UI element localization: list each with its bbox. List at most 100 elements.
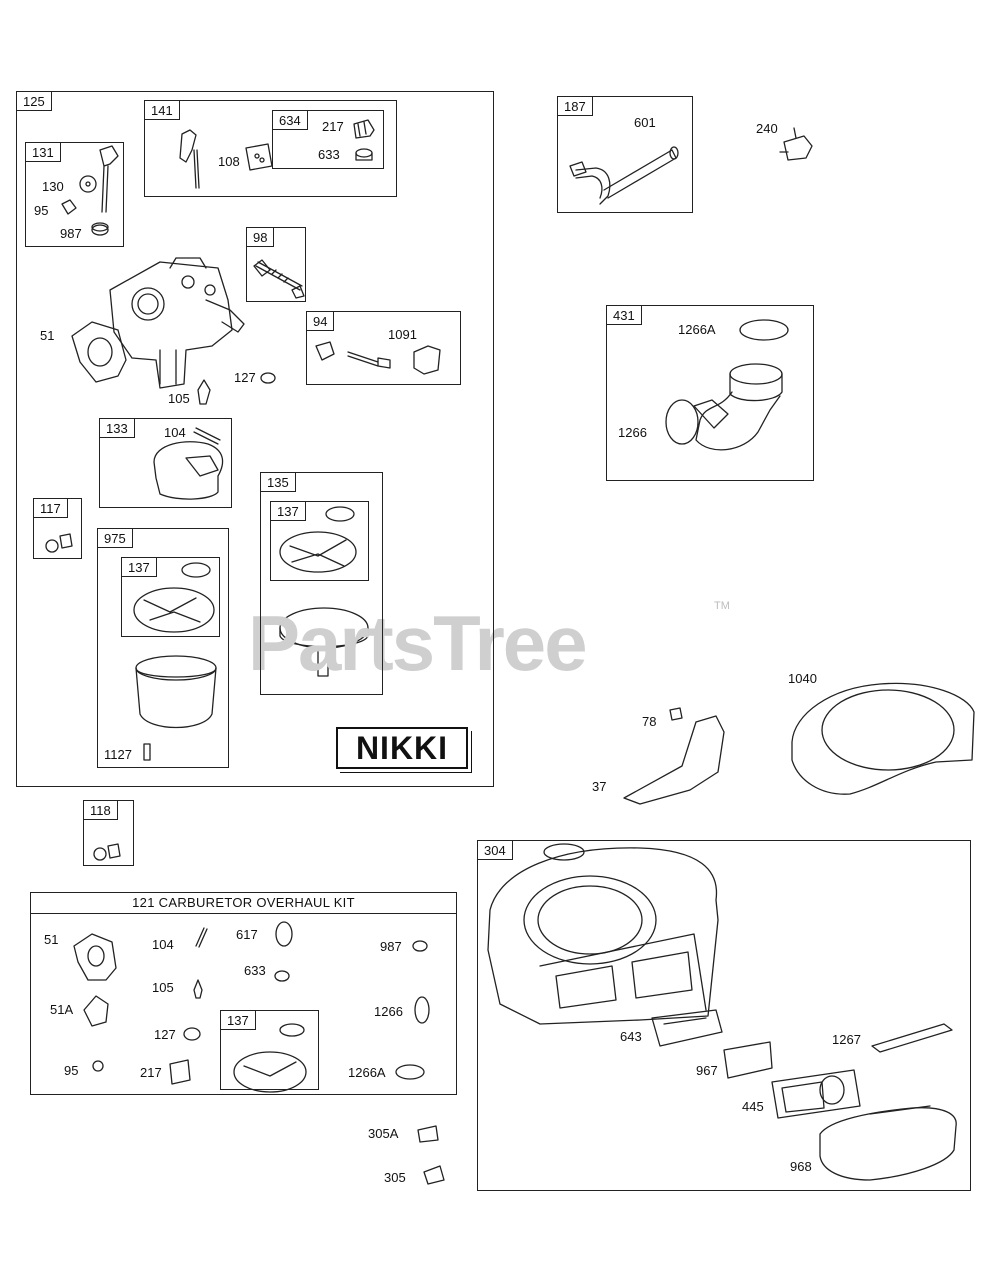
part-137a-diaphragm xyxy=(133,562,215,633)
nikki-label: NIKKI xyxy=(336,727,468,769)
group-131: 131 xyxy=(25,142,124,247)
part-117 xyxy=(45,533,73,553)
part-label: 127 xyxy=(234,370,256,385)
part-240-valve xyxy=(779,127,813,161)
part-label: 967 xyxy=(696,1063,718,1078)
part-label: 633 xyxy=(318,147,340,162)
kit-part-label: 51 xyxy=(44,932,59,947)
group-304-tag: 304 xyxy=(477,840,513,860)
part-137b-diaphragm xyxy=(279,506,357,573)
part-label: 1040 xyxy=(788,671,817,686)
part-label: 601 xyxy=(634,115,656,130)
group-135: 135 xyxy=(260,472,383,695)
part-label: 445 xyxy=(742,1099,764,1114)
part-label: 1267 xyxy=(832,1032,861,1047)
group-137b-tag: 137 xyxy=(270,501,306,521)
part-187-tube xyxy=(569,146,679,205)
kit-part-label: 51A xyxy=(50,1002,74,1017)
part-51-gasket xyxy=(71,321,127,383)
group-98: 98 xyxy=(246,227,306,302)
group-94: 94 xyxy=(306,311,461,385)
part-label: 968 xyxy=(790,1159,812,1174)
group-304: 304 xyxy=(477,840,971,1191)
part-1267-strip xyxy=(871,1023,953,1053)
group-117-tag: 117 xyxy=(33,498,68,518)
part-label: 643 xyxy=(620,1029,642,1044)
part-968-cover xyxy=(819,1105,957,1181)
part-1040-ring xyxy=(791,682,975,795)
group-125: 125 xyxy=(16,91,494,787)
kit-parts xyxy=(73,921,445,1185)
part-133-float xyxy=(153,427,224,500)
part-label: 108 xyxy=(218,154,240,169)
group-187: 187 xyxy=(557,96,693,213)
kit-part-label: 1266 xyxy=(374,1004,403,1019)
watermark: PartsTree xyxy=(248,599,588,687)
trademark-mark: TM xyxy=(714,600,730,612)
group-431: 431 xyxy=(606,305,814,481)
group-118-tag: 118 xyxy=(83,800,118,820)
part-431-elbow xyxy=(665,319,789,451)
kit-title: 121 CARBURETOR OVERHAUL KIT xyxy=(31,893,456,914)
part-label: 78 xyxy=(642,714,657,729)
kit-part-label: 105 xyxy=(152,980,174,995)
part-label: 240 xyxy=(756,121,778,136)
group-94-tag: 94 xyxy=(306,311,335,331)
part-label: 130 xyxy=(42,179,64,194)
part-label: 1266 xyxy=(618,425,647,440)
part-643-bracket xyxy=(651,1009,723,1047)
part-131-needle xyxy=(61,145,119,236)
part-label: 305 xyxy=(384,1170,406,1185)
part-label: 305A xyxy=(368,1126,399,1141)
carburetor-overhaul-kit: 121 CARBURETOR OVERHAUL KIT xyxy=(30,892,457,1095)
part-975-bowl xyxy=(135,655,217,761)
kit-part-label: 217 xyxy=(140,1065,162,1080)
kit-part-label: 95 xyxy=(64,1063,79,1078)
group-131-tag: 131 xyxy=(25,142,61,162)
kit-part-label: 617 xyxy=(236,927,258,942)
group-98-tag: 98 xyxy=(246,227,275,247)
part-label: 987 xyxy=(60,226,82,241)
part-135-plate xyxy=(279,607,369,677)
kit-part-label: 987 xyxy=(380,939,402,954)
group-125-tag: 125 xyxy=(16,91,52,111)
part-304-housing xyxy=(487,843,719,1025)
part-label: 217 xyxy=(322,119,344,134)
group-137b: 137 xyxy=(270,501,369,581)
group-137a-tag: 137 xyxy=(121,557,157,577)
group-141: 141 xyxy=(144,100,397,197)
group-975: 975 xyxy=(97,528,229,768)
group-135-tag: 135 xyxy=(260,472,296,492)
kit-part-label: 127 xyxy=(154,1027,176,1042)
part-94-1091 xyxy=(315,341,441,375)
part-445-grille xyxy=(771,1069,861,1119)
group-187-tag: 187 xyxy=(557,96,593,116)
part-label: 51 xyxy=(40,328,55,343)
part-label: 1127 xyxy=(104,747,132,762)
group-137a: 137 xyxy=(121,557,220,637)
group-137c-tag: 137 xyxy=(220,1010,256,1030)
group-117: 117 xyxy=(33,498,82,559)
group-133: 133 xyxy=(99,418,232,508)
part-label: 37 xyxy=(592,779,607,794)
group-634-tag: 634 xyxy=(272,110,308,130)
part-label: 105 xyxy=(168,391,190,406)
part-141-shaft xyxy=(179,129,273,189)
part-118 xyxy=(93,843,121,861)
part-label: 104 xyxy=(164,425,186,440)
part-label: 1266A xyxy=(678,322,716,337)
group-141-tag: 141 xyxy=(144,100,180,120)
group-118: 118 xyxy=(83,800,134,866)
part-label: 95 xyxy=(34,203,49,218)
kit-part-label: 633 xyxy=(244,963,266,978)
group-137c: 137 xyxy=(220,1010,319,1090)
part-carburetor xyxy=(109,257,245,389)
group-634: 634 xyxy=(272,110,384,169)
part-105-127 xyxy=(197,372,276,405)
group-431-tag: 431 xyxy=(606,305,642,325)
part-37-baffle xyxy=(623,707,725,805)
kit-part-label: 104 xyxy=(152,937,174,952)
part-label: 1091 xyxy=(388,327,417,342)
group-975-tag: 975 xyxy=(97,528,133,548)
